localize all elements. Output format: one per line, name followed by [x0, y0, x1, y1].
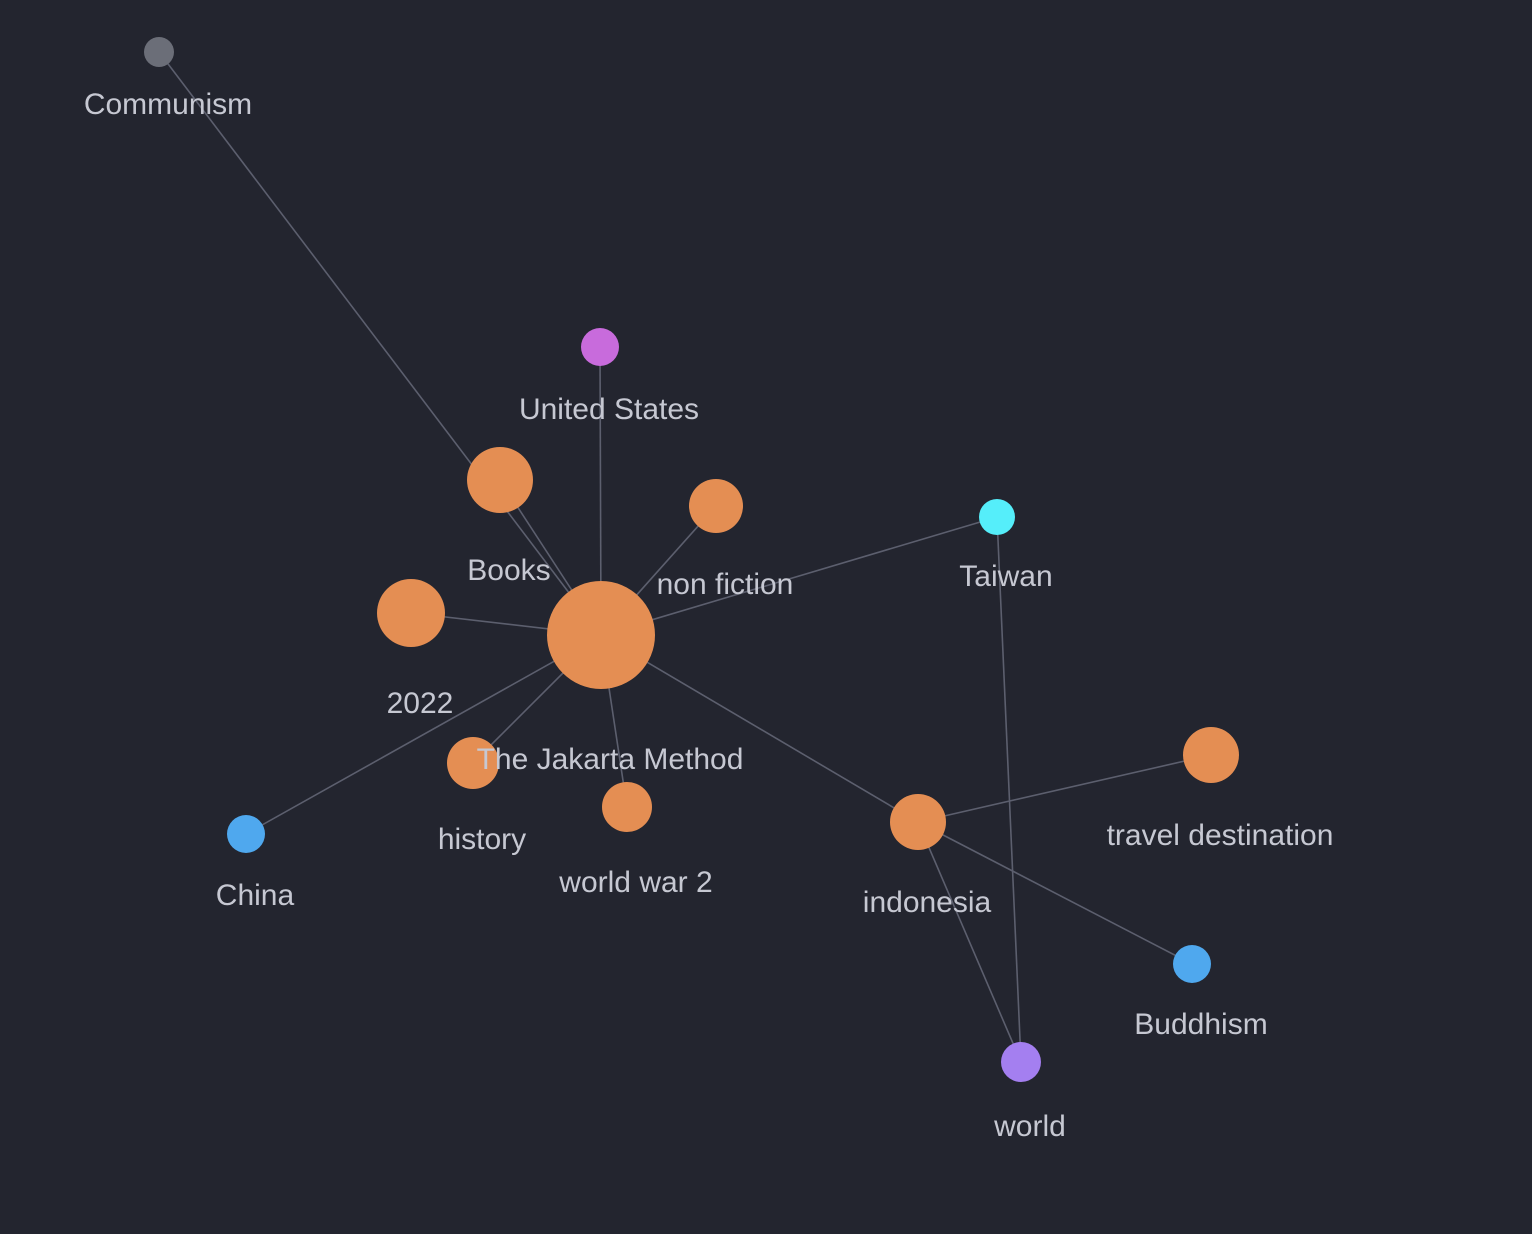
node-label-world: world: [993, 1110, 1066, 1143]
node-indonesia[interactable]: [890, 794, 946, 850]
node-china[interactable]: [227, 815, 265, 853]
node-non-fiction[interactable]: [689, 479, 743, 533]
node-communism[interactable]: [144, 37, 174, 67]
node-label-buddhism: Buddhism: [1134, 1008, 1267, 1041]
node-history[interactable]: [447, 737, 499, 789]
node-label-china: China: [216, 879, 295, 912]
node-2022[interactable]: [377, 579, 445, 647]
node-label-travel-destination: travel destination: [1107, 819, 1334, 852]
node-label-the-jakarta-method: The Jakarta Method: [477, 743, 744, 776]
node-label-non-fiction: non fiction: [657, 568, 794, 601]
nodes-layer: [144, 37, 1239, 1082]
node-the-jakarta-method[interactable]: [547, 581, 655, 689]
node-label-world-war-2: world war 2: [558, 866, 712, 899]
edge-taiwan-to-the-jakarta-method: [600, 516, 998, 636]
edges-layer: [158, 51, 1212, 1063]
edge-indonesia-to-the-jakarta-method: [600, 634, 919, 823]
node-world[interactable]: [1001, 1042, 1041, 1082]
node-label-history: history: [438, 823, 526, 856]
node-label-2022: 2022: [387, 687, 454, 720]
node-label-indonesia: indonesia: [863, 886, 992, 919]
edge-indonesia-to-world: [917, 821, 1022, 1063]
edge-indonesia-to-buddhism: [917, 821, 1193, 965]
node-taiwan[interactable]: [979, 499, 1015, 535]
edge-communism-to-the-jakarta-method: [158, 51, 602, 636]
node-buddhism[interactable]: [1173, 945, 1211, 983]
node-united-states[interactable]: [581, 328, 619, 366]
node-travel-destination[interactable]: [1183, 727, 1239, 783]
node-books[interactable]: [467, 447, 533, 513]
node-world-war-2[interactable]: [602, 782, 652, 832]
edge-taiwan-to-world: [996, 516, 1022, 1063]
node-label-books: Books: [467, 554, 550, 587]
node-label-taiwan: Taiwan: [959, 560, 1052, 593]
node-label-communism: Communism: [84, 88, 252, 121]
node-label-united-states: United States: [519, 393, 699, 426]
edge-china-to-the-jakarta-method: [245, 634, 602, 835]
edge-indonesia-to-travel-destination: [917, 754, 1212, 823]
